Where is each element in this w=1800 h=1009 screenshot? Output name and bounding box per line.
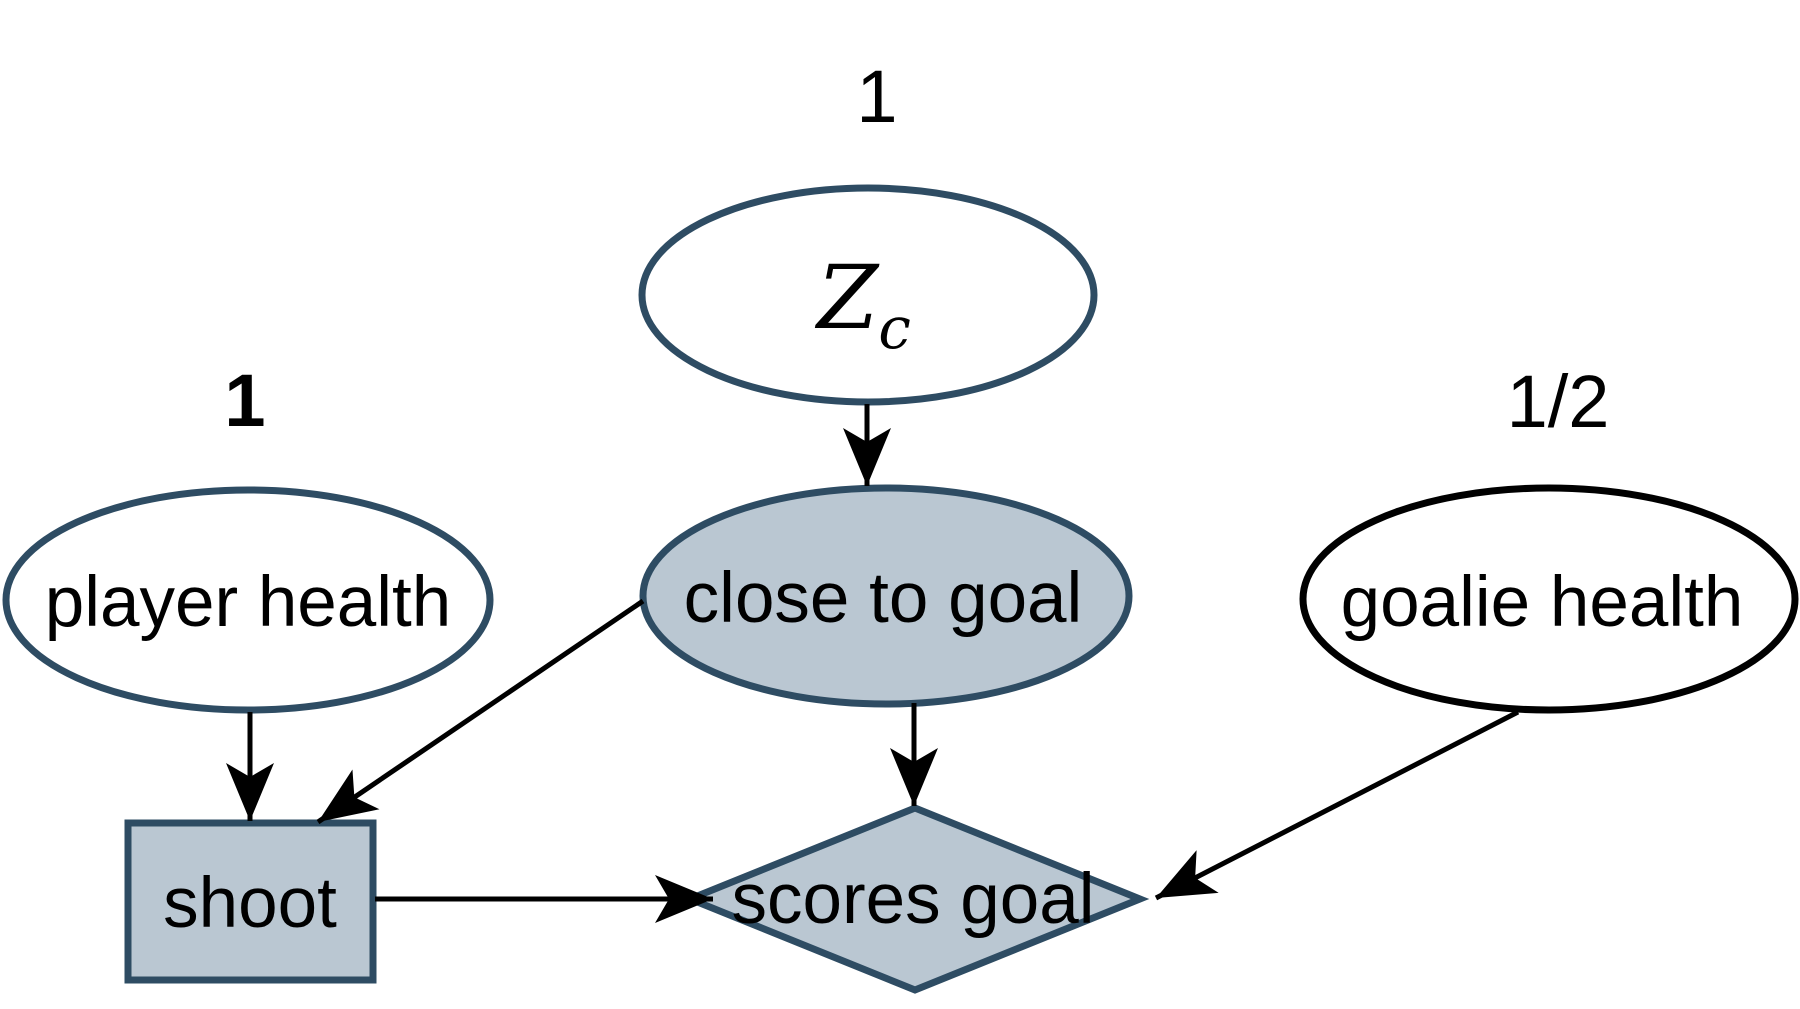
player-health-ellipse	[2, 486, 494, 714]
node-close-to-goal: close to goal	[639, 484, 1133, 708]
node-scores-goal: scores goal	[680, 804, 1150, 994]
zc-label-subscript: c	[878, 294, 910, 362]
shoot-label: shoot	[163, 864, 337, 943]
node-shoot: shoot	[124, 819, 377, 984]
player-health-label: player health	[45, 563, 452, 642]
edges	[226, 404, 1520, 923]
node-zc: Zc 1	[638, 55, 1098, 406]
shoot-rect	[124, 819, 377, 984]
zc-label-main: Z	[814, 246, 880, 349]
goalie-health-label: goalie health	[1341, 563, 1744, 642]
node-player-health: player health 1	[2, 359, 494, 714]
zc-ellipse	[638, 184, 1098, 406]
close-to-goal-ellipse	[639, 484, 1133, 708]
goalie-health-ellipse	[1299, 484, 1799, 714]
node-goalie-health: goalie health 1/2	[1299, 360, 1799, 714]
edge-close-to-goal-to-shoot	[316, 598, 645, 825]
scores-goal-diamond	[680, 804, 1150, 994]
goalie-health-annotation: 1/2	[1507, 360, 1610, 443]
edge-goalie-health-to-scores-goal	[1154, 709, 1520, 901]
scores-goal-label: scores goal	[731, 860, 1094, 939]
zc-annotation: 1	[856, 55, 897, 138]
zc-label: Zc	[814, 246, 911, 362]
close-to-goal-label: close to goal	[684, 559, 1083, 638]
player-health-annotation: 1	[224, 359, 265, 442]
